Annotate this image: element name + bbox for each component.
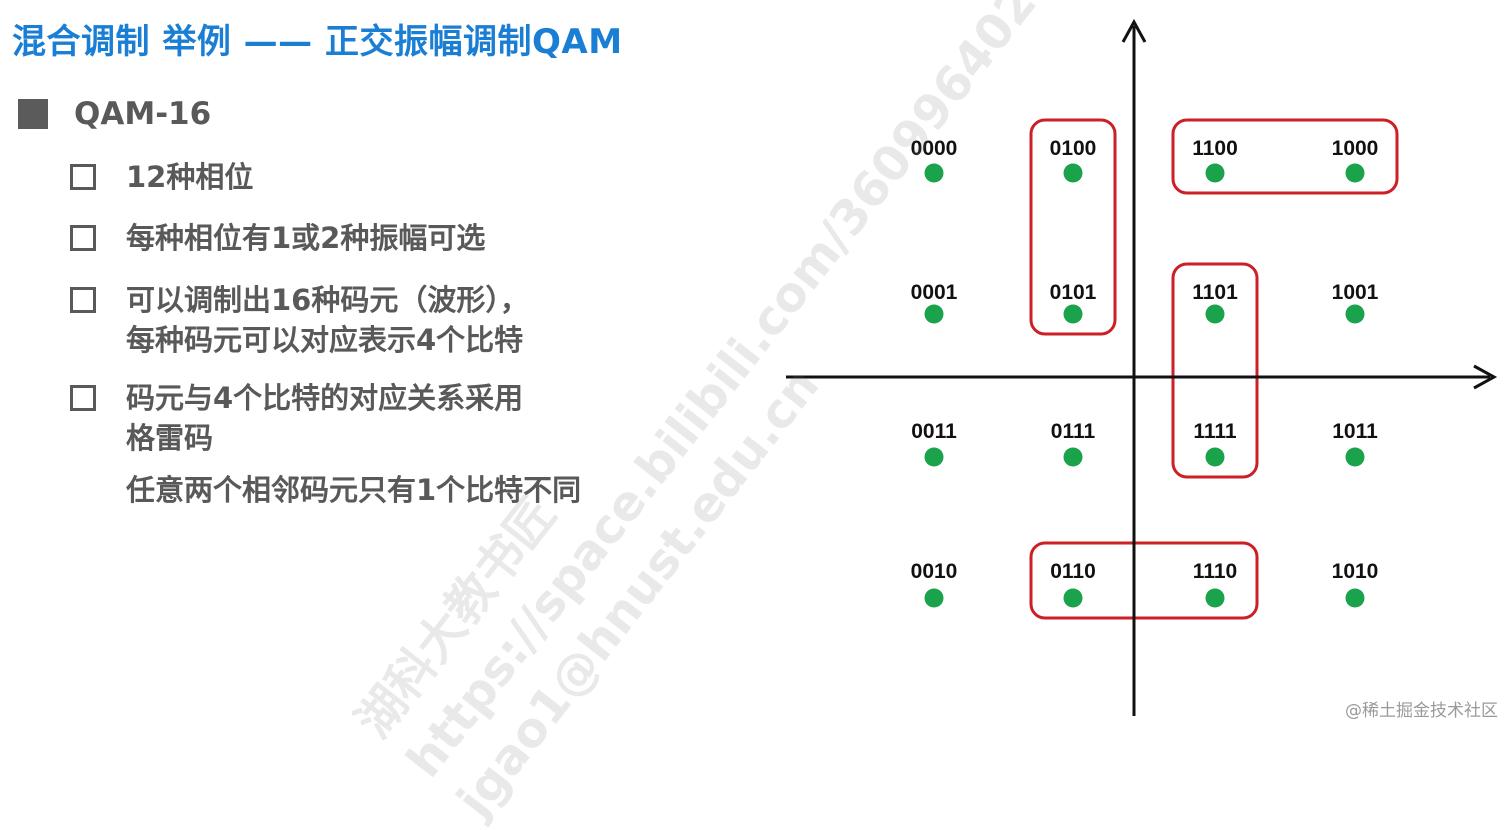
slide-title: 混合调制 举例 —— 正交振幅调制QAM bbox=[12, 22, 623, 62]
item-text: 每种码元可以对应表示4个比特 bbox=[126, 323, 524, 357]
symbol-label: 0101 bbox=[1050, 281, 1097, 304]
symbol-point bbox=[924, 163, 944, 183]
group-outline bbox=[1171, 262, 1259, 479]
symbol-label: 1111 bbox=[1193, 420, 1237, 443]
symbol-label: 1010 bbox=[1332, 560, 1379, 583]
symbol-label: 0001 bbox=[911, 281, 958, 304]
vertical-axis-arrow-icon bbox=[1121, 18, 1147, 43]
item-text: 12种相位 bbox=[126, 160, 254, 194]
list-item: 12种相位 bbox=[70, 157, 253, 197]
hollow-square-bullet-icon bbox=[70, 164, 96, 190]
symbol-point bbox=[1063, 447, 1083, 467]
horizontal-axis-arrow-icon bbox=[1473, 364, 1498, 390]
symbol-point bbox=[1205, 588, 1225, 608]
symbol-label: 1100 bbox=[1192, 137, 1238, 160]
symbol-point bbox=[1063, 304, 1083, 324]
list-item: 可以调制出16种码元（波形）， 每种码元可以对应表示4个比特 bbox=[70, 280, 529, 360]
group-outline bbox=[1029, 541, 1259, 620]
symbol-label: 1001 bbox=[1332, 281, 1379, 304]
hollow-square-bullet-icon bbox=[70, 385, 96, 411]
symbol-point bbox=[1345, 588, 1365, 608]
item-text: 格雷码 bbox=[126, 421, 214, 455]
symbol-label: 1110 bbox=[1193, 560, 1237, 583]
qam16-constellation-diagram: 0000 0100 1100 1000 0001 0101 1101 1001 0011 0111… bbox=[786, 18, 1498, 716]
symbol-point bbox=[924, 447, 944, 467]
item-text: 每种相位有1或2种振幅可选 bbox=[126, 221, 486, 255]
symbol-label: 1011 bbox=[1332, 420, 1378, 443]
list-item: 每种相位有1或2种振幅可选 bbox=[70, 218, 485, 258]
symbol-label: 0011 bbox=[911, 420, 957, 443]
symbol-point bbox=[924, 588, 944, 608]
symbol-label: 1000 bbox=[1332, 137, 1379, 160]
symbol-point bbox=[1063, 588, 1083, 608]
group-outline bbox=[1171, 118, 1399, 195]
hollow-square-bullet-icon bbox=[70, 225, 96, 251]
square-bullet-icon bbox=[18, 99, 48, 129]
group-outline bbox=[1029, 118, 1117, 336]
item-text: 可以调制出16种码元（波形）， bbox=[126, 283, 529, 317]
list-item: 码元与4个比特的对应关系采用 格雷码 任意两个相邻码元只有1个比特不同 bbox=[70, 378, 581, 510]
symbol-point bbox=[1063, 163, 1083, 183]
symbol-label: 0010 bbox=[911, 560, 958, 583]
heading-text: QAM-16 bbox=[74, 96, 212, 132]
symbol-label: 1101 bbox=[1192, 281, 1238, 304]
symbol-label: 0110 bbox=[1050, 560, 1096, 583]
symbol-point bbox=[1345, 447, 1365, 467]
symbol-point bbox=[1345, 163, 1365, 183]
symbol-point bbox=[924, 304, 944, 324]
symbol-label: 0111 bbox=[1051, 420, 1096, 443]
symbol-point bbox=[1205, 304, 1225, 324]
symbol-point bbox=[1345, 304, 1365, 324]
symbol-label: 0100 bbox=[1050, 137, 1097, 160]
item-text: 码元与4个比特的对应关系采用 bbox=[126, 381, 524, 415]
hollow-square-bullet-icon bbox=[70, 287, 96, 313]
symbol-label: 0000 bbox=[911, 137, 958, 160]
heading-bullet: QAM-16 bbox=[18, 94, 211, 134]
symbol-point bbox=[1205, 447, 1225, 467]
site-credit: @稀土掘金技术社区 bbox=[1345, 701, 1498, 721]
item-text: 任意两个相邻码元只有1个比特不同 bbox=[126, 473, 582, 507]
symbol-point bbox=[1205, 163, 1225, 183]
